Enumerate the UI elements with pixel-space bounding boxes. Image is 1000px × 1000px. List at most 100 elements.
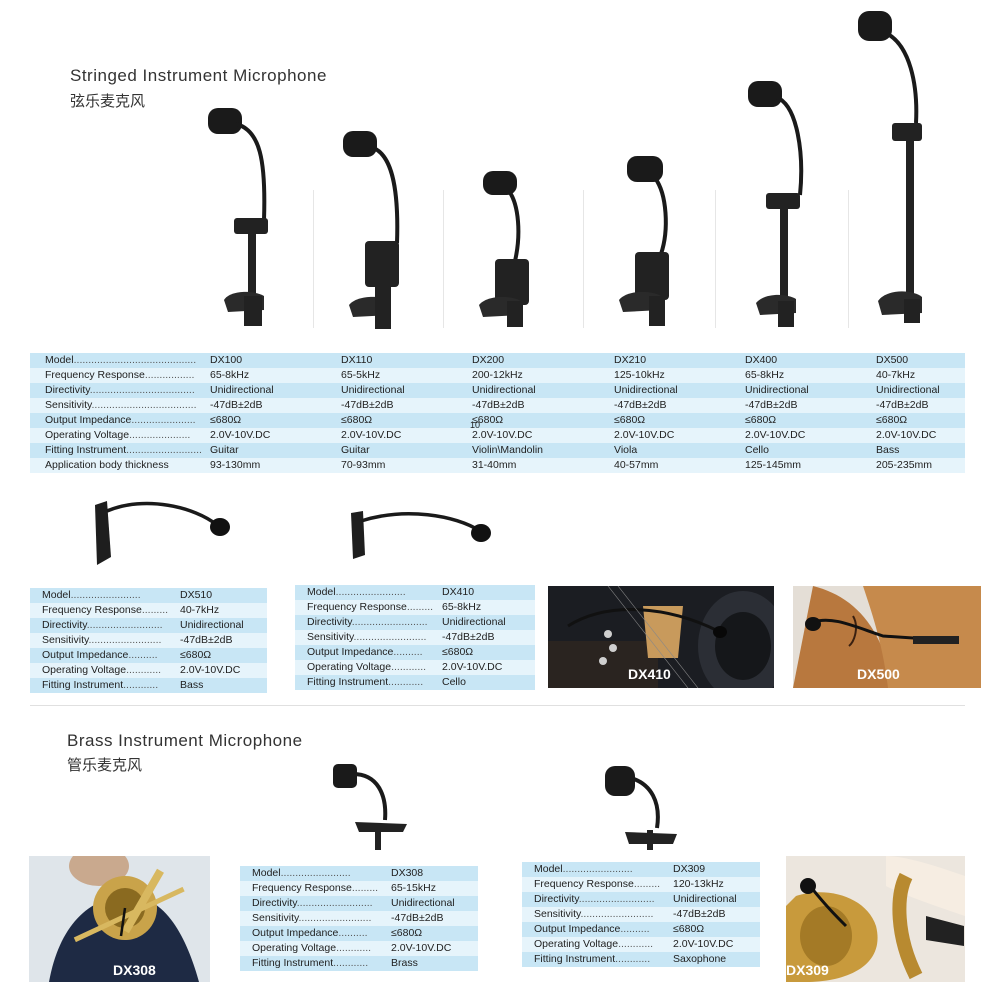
label-text: Frequency Response — [307, 601, 407, 613]
spec-value: ≤680Ω — [673, 923, 705, 935]
spec-value: Brass — [391, 957, 418, 969]
table-row: Frequency Response.........65-8kHz — [295, 600, 535, 615]
stringed-title-en: Stringed Instrument Microphone — [70, 66, 327, 85]
spec-label: Fitting Instrument......................… — [45, 444, 202, 456]
label-text: Operating Voltage — [252, 942, 337, 954]
table-row — [30, 443, 965, 458]
spec-value: -47dB±2dB — [180, 634, 233, 646]
spec-label: Operating Voltage............ — [534, 938, 654, 950]
table-row: Sensitivity......................... -47d… — [295, 630, 535, 645]
label-text: Output Impedance — [42, 649, 129, 661]
spec-cell-dx500-fit: Bass — [876, 444, 900, 456]
label-text: Frequency Response — [252, 882, 352, 894]
table-row: Directivity..........................Uni… — [30, 618, 267, 633]
table-row: Operating Voltage............2.0V-10V.DC — [295, 660, 535, 675]
spec-cell-dx110-fit: Guitar — [341, 444, 370, 456]
spec-cell-dx100-fit: Guitar — [210, 444, 239, 456]
table-row — [30, 368, 965, 383]
dx500-product-image — [858, 11, 922, 323]
spec-label: Model........................ — [534, 863, 633, 875]
table-row: Operating Voltage............2.0V-10V.DC — [240, 941, 478, 956]
spec-cell-dx200-volt: 2.0V-10V.DC — [472, 429, 533, 441]
spec-cell-dx100-freq: 65-8kHz — [210, 369, 250, 381]
dx308-product-image — [333, 764, 407, 850]
column-divider — [715, 190, 716, 328]
spec-label: Directivity.......................... — [307, 616, 428, 628]
table-row: Frequency Response.........65-15kHz — [240, 881, 478, 896]
table-row — [30, 458, 965, 473]
spec-cell-dx100-imp: ≤680Ω — [210, 414, 242, 426]
label-text: Application body thickness — [45, 459, 169, 471]
table-row: Directivity..........................Uni… — [240, 896, 478, 911]
label-text: Directivity — [252, 897, 297, 909]
spec-value: 120-13kHz — [673, 878, 724, 890]
spec-cell-dx100-model: DX100 — [210, 354, 243, 366]
spec-label: Sensitivity......................... — [307, 631, 427, 643]
dx309-product-image — [605, 766, 677, 850]
label-text: Directivity — [307, 616, 352, 628]
spec-cell-dx110-model: DX110 — [341, 354, 373, 366]
spec-cell-dx500-sens: -47dB±2dB — [876, 399, 929, 411]
spec-label: Sensitivity......................... — [534, 908, 654, 920]
dx200-product-image — [479, 171, 529, 327]
table-row: Operating Voltage............2.0V-10V.DC — [522, 937, 760, 952]
spec-value: Bass — [180, 679, 204, 691]
label-text: Directivity — [42, 619, 87, 631]
dx309-usage-photo: DX309 — [786, 856, 965, 982]
label-text: Operating Voltage — [534, 938, 619, 950]
spec-label: Output Impedance...................... — [45, 414, 196, 426]
spec-label: Fitting Instrument............ — [534, 953, 651, 965]
spec-cell-dx210-volt: 2.0V-10V.DC — [614, 429, 675, 441]
table-row: Fitting Instrument............Cello — [295, 675, 535, 690]
spec-cell-dx200-model: DX200 — [472, 354, 505, 366]
spec-cell-dx210-dir: Unidirectional — [614, 384, 678, 396]
spec-value: -47dB±2dB — [442, 631, 495, 643]
spec-cell-dx400-dir: Unidirectional — [745, 384, 809, 396]
spec-cell-dx110-sens: -47dB±2dB — [341, 399, 394, 411]
spec-cell-dx210-freq: 125-10kHz — [614, 369, 665, 381]
spec-cell-dx110-imp: ≤680Ω — [341, 414, 373, 426]
table-row: Fitting Instrument............ Bass — [30, 678, 267, 693]
label-text: Output Impedance — [45, 414, 132, 426]
spec-label: Model........................ — [42, 589, 141, 601]
spec-cell-dx110-dir: Unidirectional — [341, 384, 405, 396]
section-divider — [30, 705, 965, 706]
spec-value: DX410 — [442, 586, 475, 598]
table-row: Frequency Response.........120-13kHz — [522, 877, 760, 892]
label-text: Sensitivity — [252, 912, 299, 924]
spec-cell-dx400-freq: 65-8kHz — [745, 369, 785, 381]
spec-value: 65-15kHz — [391, 882, 436, 894]
spec-cell-dx110-thick: 70-93mm — [341, 459, 386, 471]
photo-caption: DX500 — [857, 666, 900, 682]
table-row: Model........................DX410 — [295, 585, 535, 600]
spec-cell-dx200-dir: Unidirectional — [472, 384, 536, 396]
spec-label: Frequency Response......... — [307, 601, 434, 613]
label-text: Output Impedance — [534, 923, 621, 935]
spec-cell-dx200-thick: 31-40mm — [472, 459, 517, 471]
spec-label: Fitting Instrument............ — [42, 679, 159, 691]
spec-value: ≤680Ω — [442, 646, 474, 658]
spec-value: Saxophone — [673, 953, 727, 965]
stray-number: 10 — [470, 420, 481, 430]
spec-label: Operating Voltage............ — [252, 942, 372, 954]
spec-cell-dx200-imp: ≤680Ω — [472, 414, 504, 426]
label-text: Frequency Response — [534, 878, 634, 890]
table-row — [30, 428, 965, 443]
spec-value: ≤680Ω — [180, 649, 212, 661]
spec-label: Output Impedance.......... — [307, 646, 423, 658]
brass-title-cn: 管乐麦克风 — [67, 756, 143, 774]
spec-cell-dx100-dir: Unidirectional — [210, 384, 274, 396]
column-divider — [443, 190, 444, 328]
label-text: Model — [534, 863, 563, 875]
spec-cell-dx500-imp: ≤680Ω — [876, 414, 908, 426]
spec-cell-dx110-freq: 65-5kHz — [341, 369, 381, 381]
spec-cell-dx400-sens: -47dB±2dB — [745, 399, 798, 411]
spec-cell-dx500-model: DX500 — [876, 354, 909, 366]
table-row: Operating Voltage............2.0V-10V.DC — [30, 663, 267, 678]
label-text: Operating Voltage — [307, 661, 392, 673]
spec-cell-dx400-model: DX400 — [745, 354, 778, 366]
spec-cell-dx500-volt: 2.0V-10V.DC — [876, 429, 937, 441]
label-text: Sensitivity — [307, 631, 354, 643]
